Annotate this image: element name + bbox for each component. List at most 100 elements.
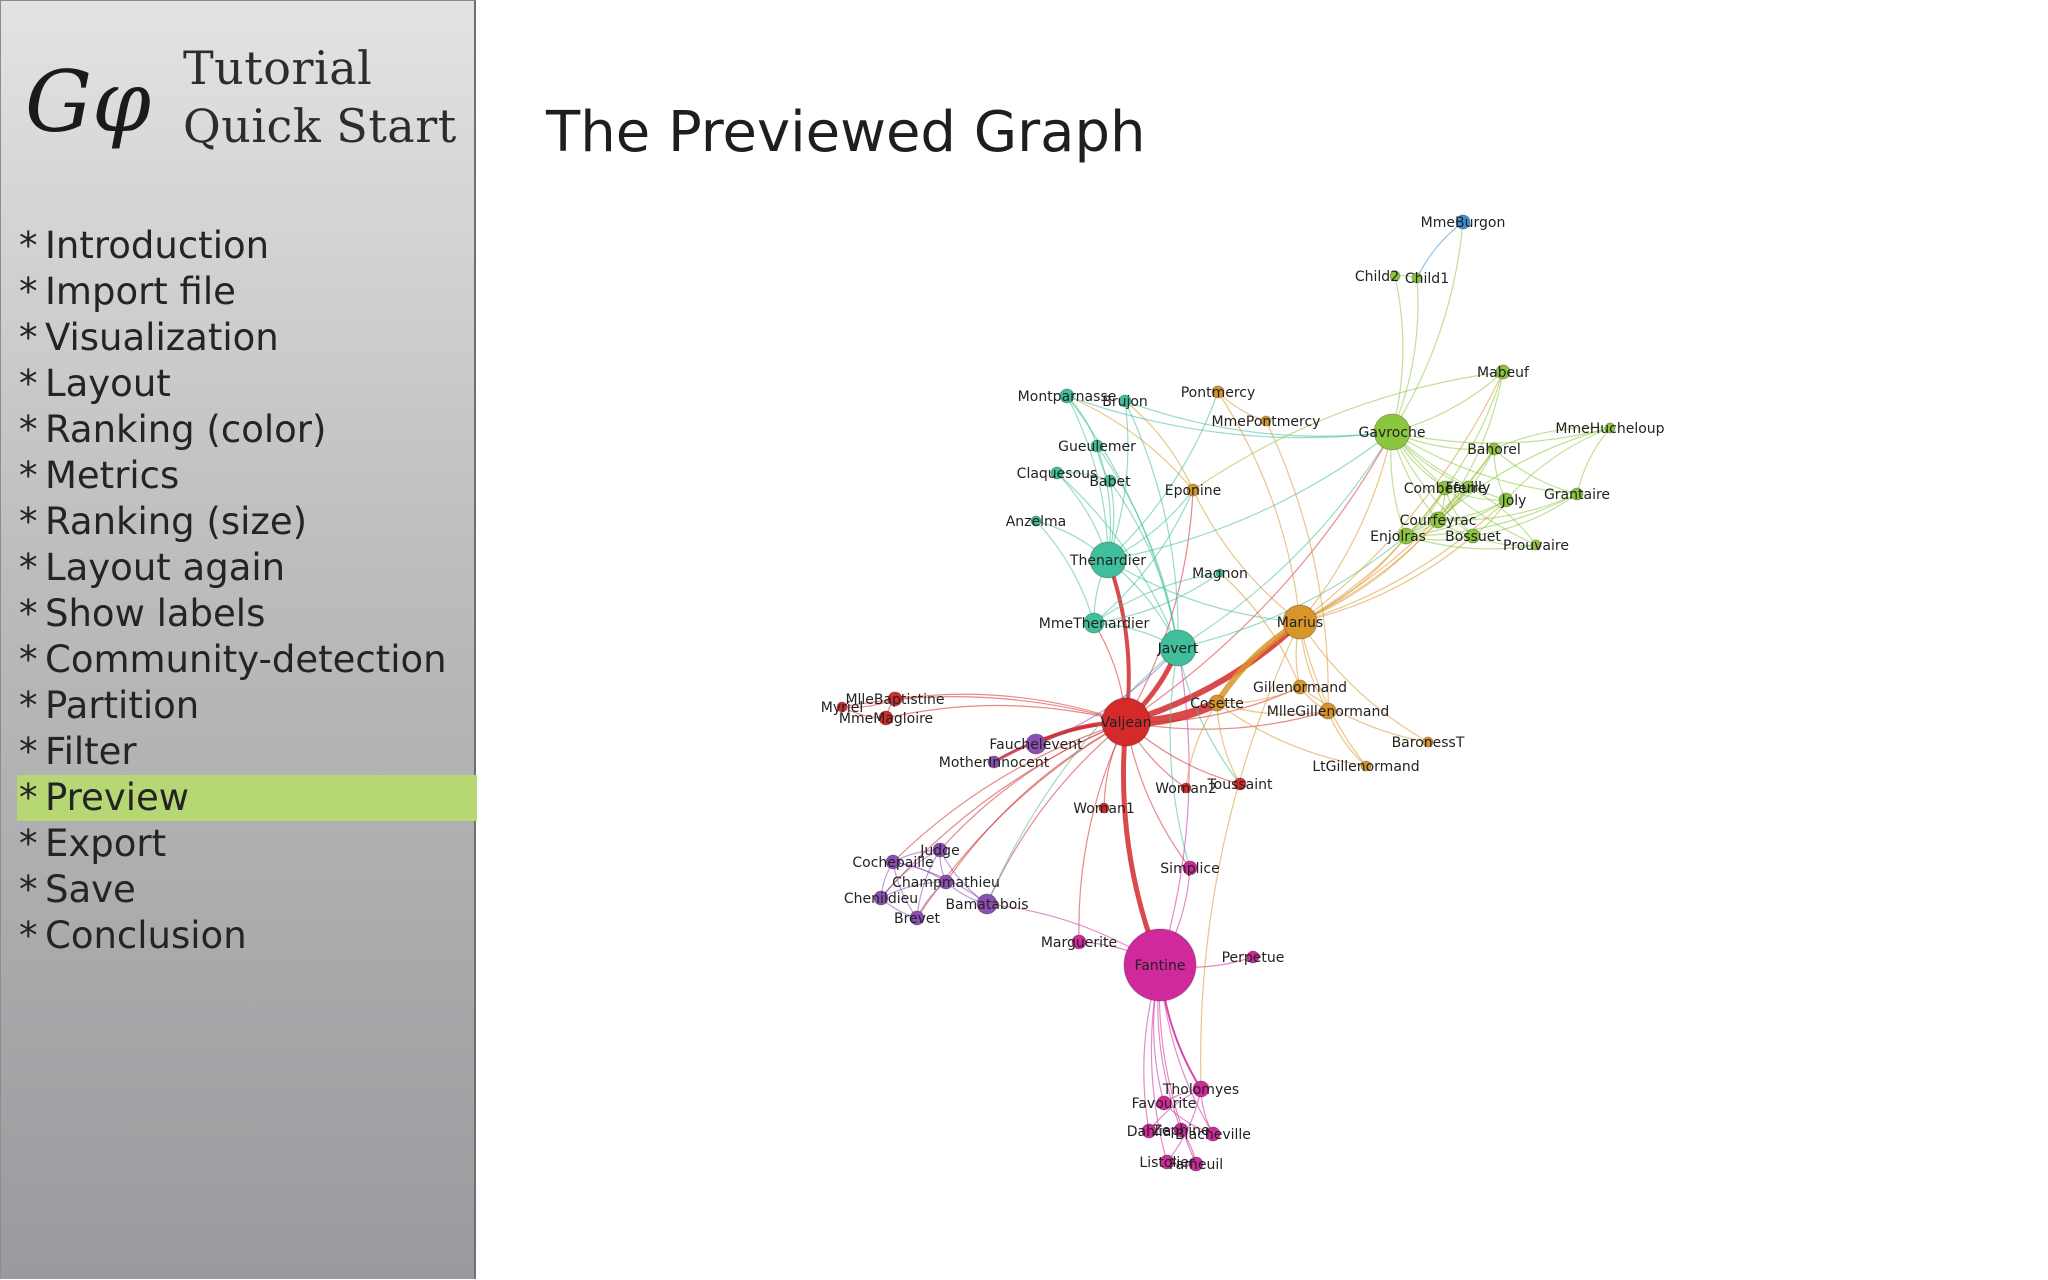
graph-node-label: Babet <box>1089 474 1131 490</box>
nav-bullet: * <box>19 408 38 451</box>
graph-node-label: Judge <box>919 843 959 859</box>
graph-node-label: Zephine <box>1152 1123 1209 1139</box>
graph-node-label: Combeferre <box>1404 481 1487 497</box>
nav-item-visualization[interactable]: *Visualization <box>17 315 477 361</box>
nav-item-metrics[interactable]: *Metrics <box>17 453 477 499</box>
graph-node-label: Simplice <box>1160 861 1219 877</box>
graph-node <box>1090 439 1104 453</box>
graph-edge <box>1066 395 1393 439</box>
graph-node <box>1205 1126 1221 1142</box>
graph-edge <box>1066 395 1109 561</box>
nav-bullet: * <box>19 822 38 865</box>
nav-item-ranking-size[interactable]: *Ranking (size) <box>17 499 477 545</box>
graph-node-label: Perpetue <box>1222 950 1285 966</box>
graph-node-label: Myriel <box>821 700 864 716</box>
nav-item-layout[interactable]: *Layout <box>17 361 477 407</box>
nav-item-label: Layout again <box>45 546 286 589</box>
graph-edge <box>916 721 1127 919</box>
graph-node-label: Mabeuf <box>1477 365 1530 381</box>
nav-bullet: * <box>19 684 38 727</box>
graph-node <box>1530 539 1542 551</box>
graph-node-label: MlleGillenormand <box>1267 704 1390 720</box>
graph-node <box>836 701 848 713</box>
graph-node <box>976 893 998 915</box>
graph-edge <box>1107 400 1129 561</box>
nav-item-partition[interactable]: *Partition <box>17 683 477 729</box>
graph-edge <box>1391 221 1464 433</box>
graph-node-label: Dahlia <box>1127 1124 1172 1140</box>
graph-node <box>987 755 1001 769</box>
graph-node-label: Fameuil <box>1169 1157 1223 1173</box>
graph-node <box>1098 802 1110 814</box>
graph-edge <box>1109 480 1179 649</box>
nav-item-filter[interactable]: *Filter <box>17 729 477 775</box>
graph-edge <box>1107 391 1219 561</box>
graph-edge <box>1056 472 1179 649</box>
graph-node <box>1089 541 1127 579</box>
nav-item-conclusion[interactable]: *Conclusion <box>17 913 477 959</box>
graph-edge <box>1125 710 1329 730</box>
graph-node-label: Feuilly <box>1446 480 1491 496</box>
graph-node-label: Toussaint <box>1206 777 1273 793</box>
graph-edge <box>1216 702 1367 767</box>
nav-item-label: Show labels <box>45 592 266 635</box>
graph-node <box>1208 694 1226 712</box>
nav-bullet: * <box>19 868 38 911</box>
graph-node-label: MotherInnocent <box>939 755 1050 771</box>
graph-node <box>1397 527 1415 545</box>
graph-edge <box>1125 619 1303 725</box>
nav-item-label: Introduction <box>45 224 270 267</box>
graph-node-label: Brevet <box>894 911 941 927</box>
graph-edge <box>1192 371 1504 491</box>
nav-item-import-file[interactable]: *Import file <box>17 269 477 315</box>
graph-node <box>938 874 954 890</box>
graph-edge <box>1299 486 1469 623</box>
graph-edge <box>1107 559 1301 623</box>
graph-node <box>873 890 889 906</box>
graph-node <box>1282 604 1318 640</box>
graph-node <box>1141 1123 1157 1139</box>
graph-node <box>1233 777 1247 791</box>
nav-item-label: Save <box>45 868 136 911</box>
nav-item-layout-again[interactable]: *Layout again <box>17 545 477 591</box>
graph-node-label: Fauchelevent <box>989 737 1083 753</box>
nav-item-community-detection[interactable]: *Community-detection <box>17 637 477 683</box>
graph-node-label: Magnon <box>1192 566 1248 582</box>
graph-node-label: Montparnasse <box>1018 389 1117 405</box>
graph-node <box>1030 515 1042 527</box>
graph-edge <box>1299 431 1393 623</box>
graph-node-label: Brujon <box>1102 394 1148 410</box>
graph-node <box>1389 270 1401 282</box>
graph-node <box>1188 1156 1204 1172</box>
graph-node-label: Child1 <box>1405 271 1449 287</box>
graph-edge <box>1391 431 1537 546</box>
graph-node-label: Chenildieu <box>844 891 918 907</box>
nav-item-export[interactable]: *Export <box>17 821 477 867</box>
graph-edge <box>1200 621 1301 1090</box>
nav-item-save[interactable]: *Save <box>17 867 477 913</box>
graph-edge <box>1166 1088 1202 1163</box>
nav-item-introduction[interactable]: *Introduction <box>17 223 477 269</box>
graph-edge <box>1078 721 1127 943</box>
graph-edge <box>1125 431 1393 723</box>
graph-node <box>1101 697 1151 747</box>
graph-edge <box>945 721 1127 883</box>
gephi-logo: Gφ <box>25 53 151 151</box>
graph-edge <box>1219 572 1301 688</box>
graph-node <box>885 854 901 870</box>
graph-edge <box>1093 489 1194 624</box>
graph-node-label: Favourite <box>1132 1096 1197 1112</box>
nav-item-preview[interactable]: *Preview <box>17 775 477 821</box>
nav-item-ranking-color[interactable]: *Ranking (color) <box>17 407 477 453</box>
graph-node <box>1373 413 1411 451</box>
sidebar: Gφ Tutorial Quick Start *Introduction*Im… <box>0 0 477 1279</box>
graph-node-label: Claquesous <box>1017 466 1098 482</box>
graph-node <box>1173 1122 1189 1138</box>
nav-item-show-labels[interactable]: *Show labels <box>17 591 477 637</box>
graph-node-label: Champmathieu <box>892 875 1000 891</box>
graph-node <box>1495 364 1511 380</box>
graph-edge <box>1437 371 1504 521</box>
graph-node <box>1118 394 1132 408</box>
graph-node <box>1487 442 1501 456</box>
page-title: The Previewed Graph <box>546 100 1146 165</box>
